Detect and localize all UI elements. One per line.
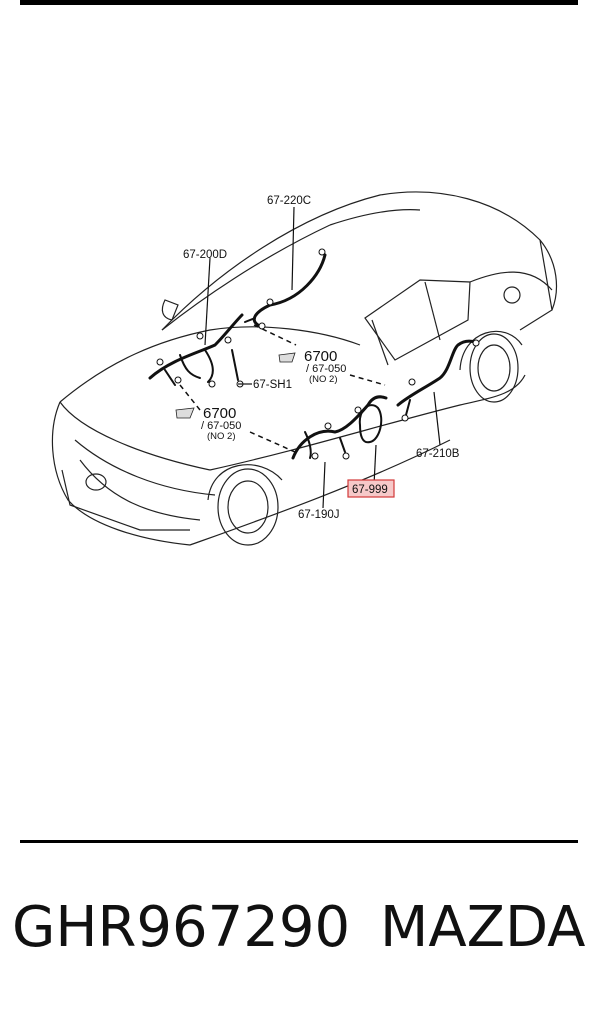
ref-icon-a: [278, 352, 296, 363]
ref-b-no: (NO 2): [207, 431, 236, 442]
label-67-SH1: 67-SH1: [253, 379, 292, 391]
part-number: GHR967290: [12, 895, 351, 960]
label-67-220C: 67-220C: [267, 195, 311, 207]
top-rule: [20, 0, 578, 5]
connector-dots: [156, 248, 480, 460]
wiring-harness-lines: [148, 253, 477, 460]
brand-name: MAZDA: [380, 895, 586, 960]
ref-a-main: 6700: [304, 348, 337, 365]
leader-lines: [204, 206, 441, 509]
highlight-box-67-999: [347, 479, 395, 498]
ref-a-sub: / 67-050: [306, 363, 346, 375]
wiring-harness-diagram: 67-220C 67-200D 67-SH1 67-210B 67-190J 6…: [51, 191, 558, 546]
dashed-arrows: [179, 324, 386, 453]
car-body-outline: [51, 191, 558, 546]
ref-a-no: (NO 2): [309, 374, 338, 385]
label-67-200D: 67-200D: [183, 249, 227, 261]
label-67-210B: 67-210B: [416, 448, 460, 460]
ref-icon-b: [175, 407, 195, 419]
bottom-rule: [20, 840, 578, 843]
label-67-999: 67-999: [352, 484, 388, 496]
ref-b-sub: / 67-050: [201, 420, 241, 432]
label-67-190J: 67-190J: [298, 509, 340, 521]
ref-b-main: 6700: [203, 405, 236, 422]
